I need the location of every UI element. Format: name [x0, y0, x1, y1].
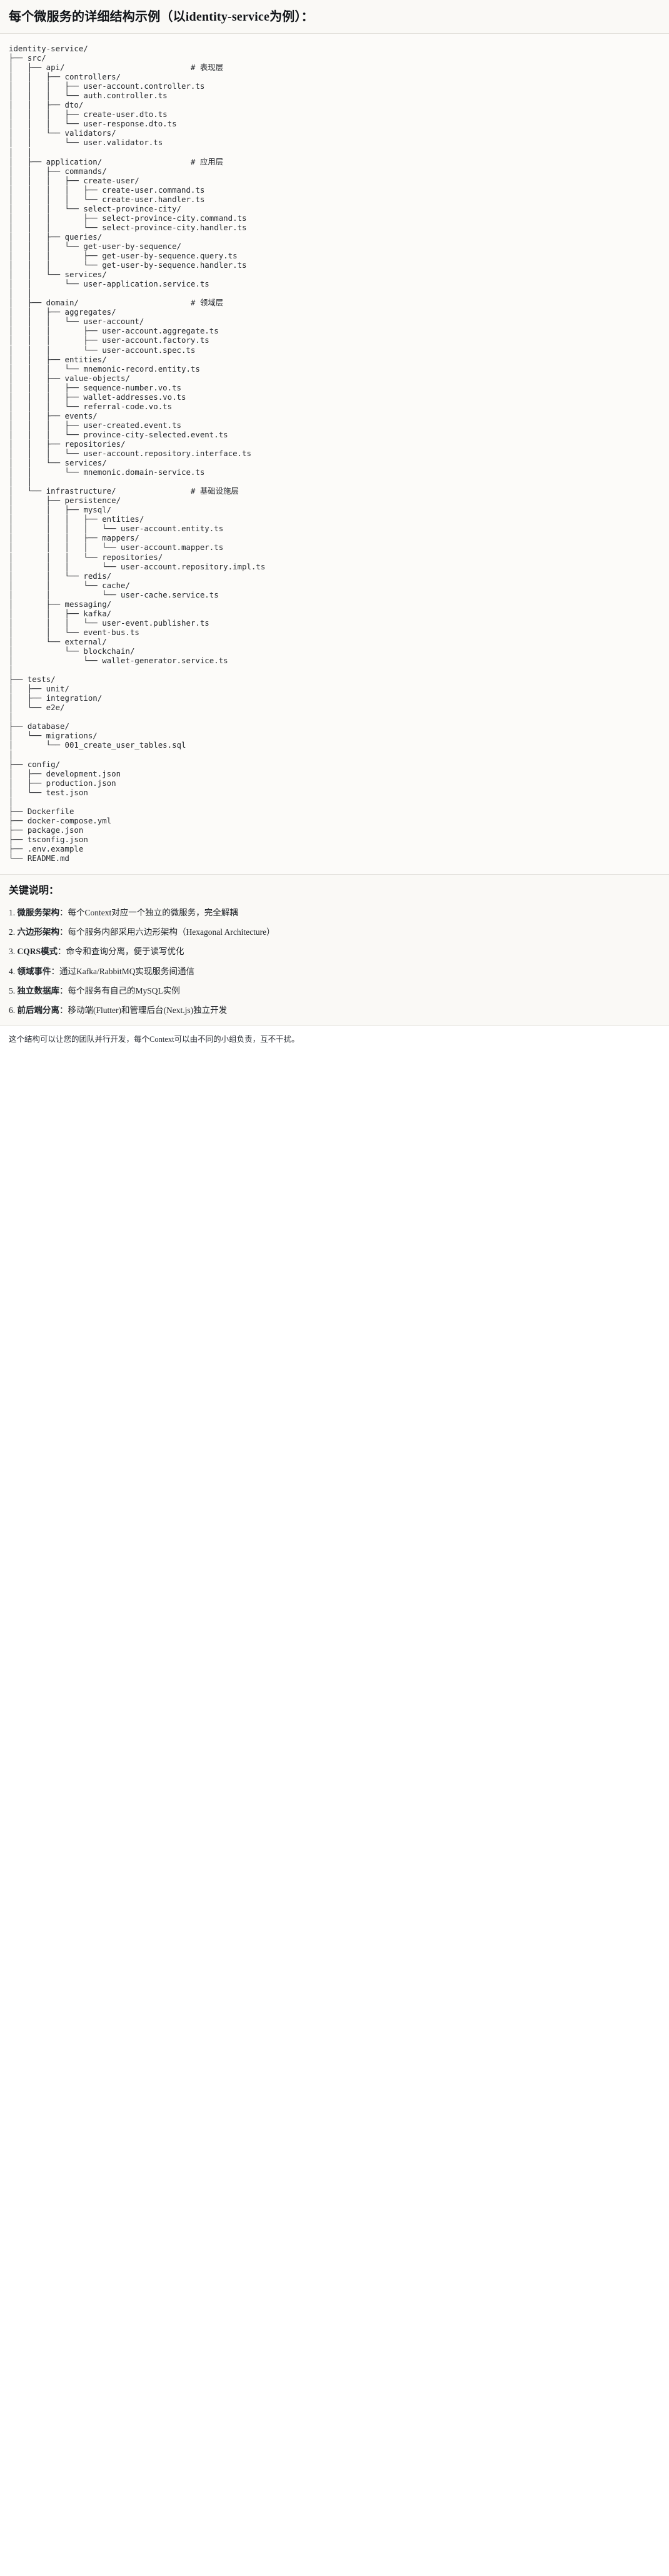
key-notes-list: 微服务架构：每个Context对应一个独立的微服务，完全解耦 六边形架构：每个服… [9, 907, 660, 1017]
note-desc: ：移动端(Flutter)和管理后台(Next.js)独立开发 [59, 1005, 228, 1016]
list-item: 独立数据库：每个服务有自己的MySQL实例 [9, 985, 660, 997]
note-desc: ：每个服务有自己的MySQL实例 [59, 985, 180, 995]
note-desc: ：每个Context对应一个独立的微服务，完全解耦 [59, 907, 238, 917]
list-item: 领域事件：通过Kafka/RabbitMQ实现服务间通信 [9, 965, 660, 978]
code-block-directory-tree: identity-service/ ├── src/ │ ├── api/ # … [0, 34, 669, 875]
list-item: 六边形架构：每个服务内部采用六边形架构（Hexagonal Architectu… [9, 926, 660, 939]
directory-tree-text: identity-service/ ├── src/ │ ├── api/ # … [9, 44, 266, 863]
note-term: 领域事件 [17, 966, 51, 976]
note-term: 六边形架构 [17, 927, 60, 937]
page-title: 每个微服务的详细结构示例（以identity-service为例）： [9, 10, 314, 24]
key-notes-heading: 关键说明： [9, 885, 59, 897]
list-item: CQRS模式：命令和查询分离，便于读写优化 [9, 945, 660, 958]
note-desc: ：每个服务内部采用六边形架构（Hexagonal Architecture） [59, 927, 275, 937]
document-page: 每个微服务的详细结构示例（以identity-service为例）： ident… [0, 0, 669, 1055]
footer-summary-text: 这个结构可以让您的团队并行开发，每个Context可以由不同的小组负责，互不干扰… [0, 1026, 669, 1055]
note-term: CQRS模式 [17, 947, 58, 957]
note-term: 前后端分离 [17, 1005, 60, 1016]
list-item: 前后端分离：移动端(Flutter)和管理后台(Next.js)独立开发 [9, 1004, 660, 1017]
note-term: 独立数据库 [17, 985, 60, 995]
note-term: 微服务架构 [17, 907, 60, 917]
document-header: 每个微服务的详细结构示例（以identity-service为例）： [0, 0, 669, 34]
key-notes-section: 关键说明： 微服务架构：每个Context对应一个独立的微服务，完全解耦 六边形… [0, 875, 669, 1027]
note-desc: ：命令和查询分离，便于读写优化 [58, 947, 184, 957]
note-desc: ：通过Kafka/RabbitMQ实现服务间通信 [51, 966, 194, 976]
list-item: 微服务架构：每个Context对应一个独立的微服务，完全解耦 [9, 907, 660, 919]
